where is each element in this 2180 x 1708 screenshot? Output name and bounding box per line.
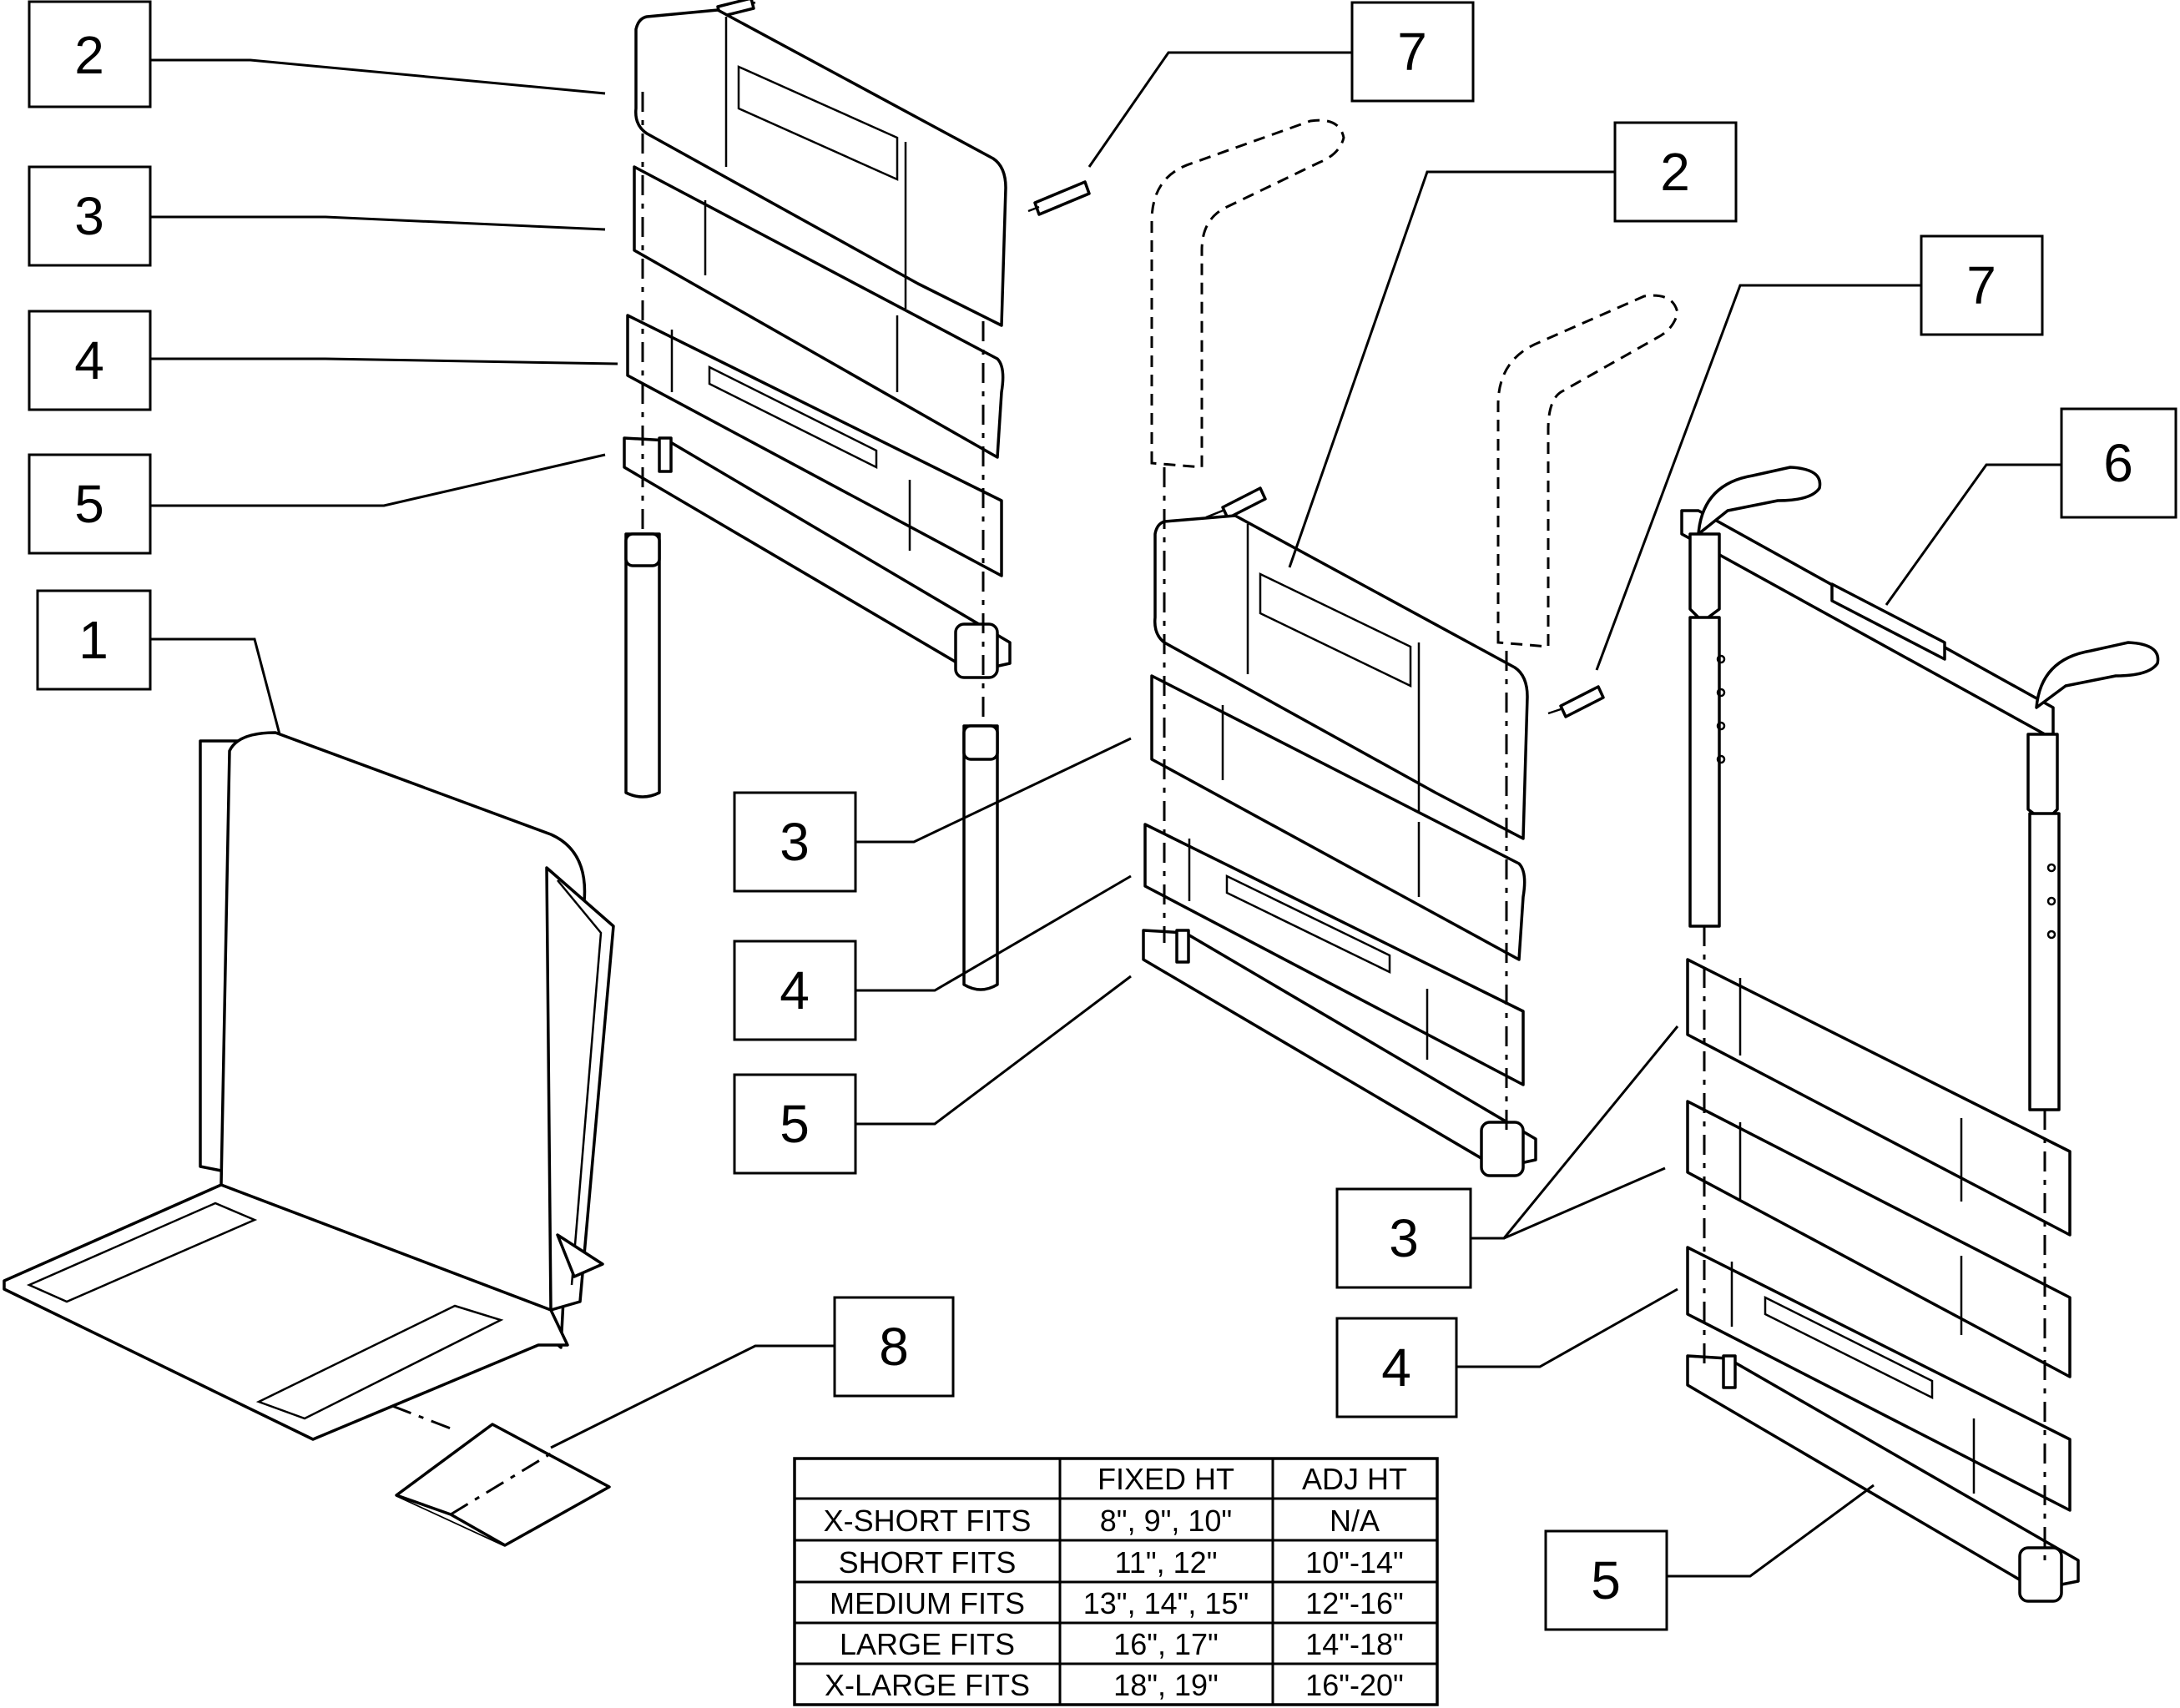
svg-text:2: 2	[74, 25, 104, 85]
callout-3-right: 3	[1335, 1187, 1472, 1289]
callout-5-upper: 5	[28, 453, 152, 555]
table-cell-adj: N/A	[1330, 1504, 1380, 1538]
table-cell-adj: 12"-16"	[1305, 1586, 1404, 1620]
table-cell-size: X-SHORT FITS	[824, 1504, 1032, 1538]
leader-lines	[150, 51, 2061, 1578]
svg-text:8: 8	[879, 1317, 909, 1377]
size-table: FIXED HT ADJ HT X-SHORT FITS 8", 9", 10"…	[793, 1457, 1439, 1706]
svg-text:7: 7	[1966, 255, 1996, 315]
callout-3-upper: 3	[28, 165, 152, 267]
table-cell-size: X-LARGE FITS	[825, 1668, 1030, 1702]
callout-3-middle: 3	[733, 791, 857, 893]
callout-2-upper: 2	[28, 0, 152, 108]
table-cell-adj: 10"-14"	[1305, 1545, 1404, 1580]
svg-text:5: 5	[780, 1094, 810, 1154]
svg-text:3: 3	[74, 186, 104, 246]
back-cushion-assembly-c	[1680, 466, 2160, 1603]
svg-text:3: 3	[780, 812, 810, 872]
table-cell-fixed: 11", 12"	[1115, 1545, 1218, 1580]
table-cell-adj: 14"-18"	[1305, 1627, 1404, 1661]
svg-text:4: 4	[780, 960, 810, 1020]
svg-text:5: 5	[1591, 1550, 1621, 1610]
svg-text:4: 4	[74, 330, 104, 390]
back-upholstery-part-1	[3, 731, 615, 1441]
callout-7-upper: 7	[1350, 1, 1475, 103]
table-cell-fixed: 13", 14", 15"	[1083, 1586, 1249, 1620]
table-cell-fixed: 8", 9", 10"	[1100, 1504, 1232, 1538]
svg-text:7: 7	[1397, 22, 1427, 82]
callout-7-middle: 7	[1920, 234, 2044, 336]
callout-4-middle: 4	[733, 940, 857, 1041]
table-cell-adj: 16"-20"	[1305, 1668, 1404, 1702]
label-pouch-part-8	[391, 1404, 611, 1547]
svg-text:4: 4	[1381, 1338, 1411, 1398]
table-cell-size: SHORT FITS	[839, 1545, 1017, 1580]
table-cell-size: MEDIUM FITS	[830, 1586, 1025, 1620]
table-header-adj-ht: ADJ HT	[1302, 1462, 1407, 1496]
back-cushion-assembly-b	[1142, 118, 1679, 1177]
callout-1: 1	[36, 589, 152, 691]
svg-text:2: 2	[1660, 142, 1690, 202]
callout-4-upper: 4	[28, 310, 152, 411]
callout-6: 6	[2060, 407, 2177, 519]
back-cushion-assembly-a	[623, 0, 1091, 991]
callout-5-middle: 5	[733, 1073, 857, 1175]
svg-text:6: 6	[2103, 433, 2133, 493]
callout-2-middle: 2	[1613, 121, 1738, 223]
svg-text:1: 1	[78, 610, 108, 670]
table-cell-fixed: 18", 19"	[1113, 1668, 1219, 1702]
callout-8: 8	[833, 1296, 955, 1398]
callout-4-right: 4	[1335, 1317, 1458, 1418]
table-header-fixed-ht: FIXED HT	[1098, 1462, 1234, 1496]
callout-5-right: 5	[1544, 1529, 1668, 1631]
svg-text:5: 5	[74, 474, 104, 534]
table-cell-fixed: 16", 17"	[1113, 1627, 1219, 1661]
svg-text:3: 3	[1389, 1208, 1419, 1268]
table-cell-size: LARGE FITS	[840, 1627, 1015, 1661]
